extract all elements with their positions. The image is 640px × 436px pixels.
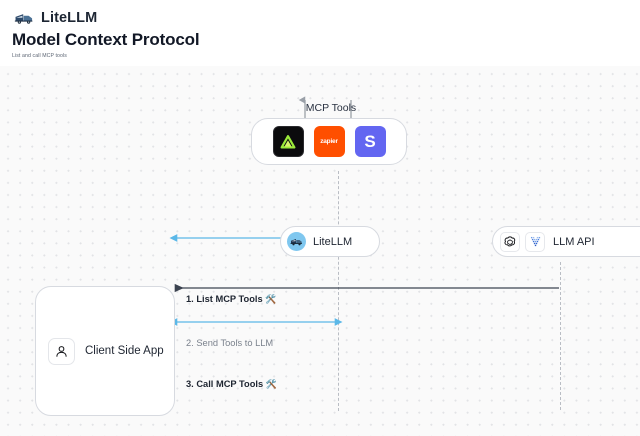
litellm-truck-icon [287, 232, 306, 251]
node-litellm-label: LiteLLM [313, 235, 353, 248]
tool-icon-zapier[interactable]: zapier [313, 126, 345, 157]
step-label-3: 3. Call MCP Tools 🛠️ [186, 379, 277, 390]
node-client-side-app[interactable]: Client Side App [35, 286, 175, 416]
page-title: Model Context Protocol [12, 30, 200, 49]
node-client-side-app-label: Client Side App [85, 345, 164, 357]
tools-emoji-icon-3: 🛠️ [265, 379, 277, 389]
lifeline-llm-api [560, 262, 561, 410]
tools-emoji-icon-1: 🛠️ [265, 294, 277, 304]
tool-icon-linear[interactable] [272, 126, 304, 157]
node-llm-api[interactable]: LLM API [492, 226, 640, 257]
step-label-1: 1. List MCP Tools 🛠️ [186, 294, 276, 305]
node-litellm[interactable]: LiteLLM [280, 226, 380, 257]
diagram-canvas[interactable]: MCP Tools zapier S [0, 66, 640, 436]
litellm-truck-logo-icon [14, 11, 34, 25]
brand: LiteLLM [14, 8, 97, 28]
node-llm-api-label: LLM API [553, 235, 595, 248]
azure-arrow-icon [525, 231, 545, 252]
step-label-2: 2. Send Tools to LLM [186, 338, 273, 348]
user-person-icon [48, 337, 75, 365]
tool-icon-slack[interactable]: S [354, 126, 386, 157]
zapier-wordmark: zapier [320, 138, 338, 145]
slack-s-glyph: S [364, 132, 376, 151]
step-3-text: 3. Call MCP Tools [186, 379, 264, 389]
lifeline-litellm [338, 171, 339, 411]
step-2-text: 2. Send Tools to LLM [186, 338, 274, 348]
mcp-tools-title: MCP Tools [305, 102, 357, 114]
page-subtitle: List and call MCP tools [12, 53, 67, 59]
linear-triangle-icon [280, 134, 296, 148]
openai-logo-icon [500, 231, 520, 252]
step-1-text: 1. List MCP Tools [186, 294, 263, 304]
mcp-tools-box[interactable]: zapier S [251, 118, 407, 165]
brand-name: LiteLLM [41, 10, 98, 26]
